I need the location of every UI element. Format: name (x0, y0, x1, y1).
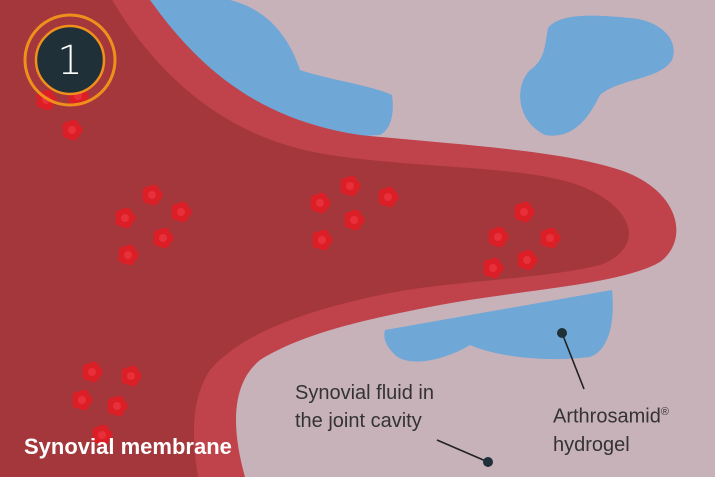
blood-cell (344, 209, 365, 231)
blood-cell (72, 389, 93, 411)
hydrogel-leader-line (557, 328, 585, 390)
blood-cell (171, 201, 192, 223)
step-number: 1 (57, 38, 83, 84)
blood-cell (62, 119, 83, 141)
blood-cell (378, 186, 399, 208)
blood-cell (488, 226, 509, 248)
fluid-leader-line (436, 439, 493, 467)
hydrogel-blob-bottom (384, 290, 613, 362)
synovial-membrane-label: Synovial membrane (24, 434, 232, 459)
registered-mark: ® (660, 406, 669, 418)
hydrogel-blob-top (150, 0, 393, 140)
blood-cell (310, 192, 331, 214)
blood-cell (118, 244, 139, 266)
blood-cell (115, 207, 136, 229)
blood-cell (540, 227, 561, 249)
blood-cell (107, 395, 128, 417)
fluid-label-line2: the joint cavity (295, 410, 422, 432)
blood-cell (517, 249, 538, 271)
blood-cell (340, 175, 361, 197)
hydrogel-label-line2: hydrogel (553, 433, 630, 456)
blood-cell (514, 201, 535, 223)
hydrogel-label: Arthrosamid® hydrogel (553, 398, 669, 459)
blood-cell (483, 257, 504, 279)
blood-cell (82, 361, 103, 383)
fluid-label-line1: Synovial fluid in (295, 382, 434, 404)
step-badge (23, 13, 117, 107)
blood-cell (121, 365, 142, 387)
blood-cell (153, 227, 174, 249)
hydrogel-label-line1: Arthrosamid (553, 405, 661, 428)
blood-cell (312, 229, 333, 251)
blood-cell (142, 184, 163, 206)
hydrogel-blob-right (520, 15, 674, 136)
synovial-fluid-label: Synovial fluid in the joint cavity (295, 379, 434, 435)
blood-cell (92, 424, 113, 446)
